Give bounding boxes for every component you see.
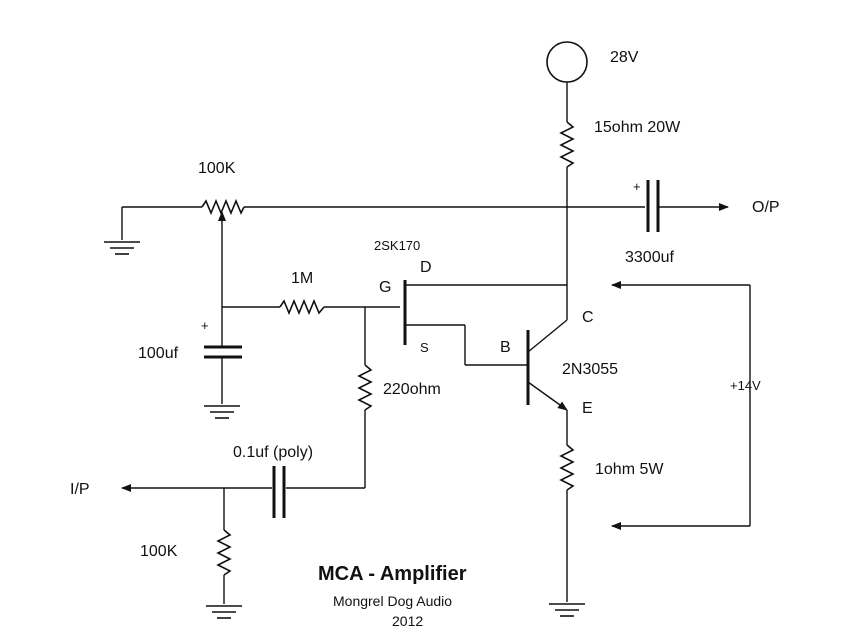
input-resistor-label: 100K (140, 543, 178, 560)
potentiometer (201, 198, 245, 216)
gate-resistor (279, 298, 325, 316)
input-label: I/P (70, 481, 90, 498)
emitter-ground-symbol (549, 603, 585, 617)
bjt-base-label: B (500, 339, 511, 356)
supply-voltage-label: 28V (610, 49, 639, 66)
load-resistor (559, 121, 575, 168)
input-resistor (216, 529, 232, 576)
pot-ground-symbol (104, 241, 140, 255)
diagram-year: 2012 (392, 613, 423, 629)
pot-label: 100K (198, 160, 236, 177)
bypass-cap-label: 100uf (138, 345, 179, 362)
diagram-title: MCA - Amplifier (318, 563, 467, 585)
output-cap-polarity: + (633, 179, 641, 194)
source-resistor-label: 220ohm (383, 381, 441, 398)
bjt-emitter-label: E (582, 400, 593, 417)
bypass-ground-symbol (204, 405, 240, 419)
bypass-cap-polarity: + (201, 318, 209, 333)
bjt-label: 2N3055 (562, 361, 618, 378)
fet-source-label: S (420, 340, 429, 355)
supply-terminal (546, 41, 588, 83)
bias-voltage-label: +14V (730, 378, 761, 393)
input-cap-label: 0.1uf (poly) (233, 444, 313, 461)
emitter-resistor (559, 444, 575, 491)
fet-label: 2SK170 (374, 238, 420, 253)
fet-drain-label: D (420, 259, 432, 276)
source-resistor (357, 364, 373, 411)
bjt-collector-label: C (582, 309, 594, 326)
output-cap-label: 3300uf (625, 249, 674, 266)
output-label: O/P (752, 199, 780, 216)
gate-resistor-label: 1M (291, 270, 313, 287)
load-resistor-label: 15ohm 20W (594, 119, 681, 136)
input-ground-symbol (206, 605, 242, 619)
emitter-resistor-label: 1ohm 5W (595, 461, 664, 478)
fet-gate-label: G (379, 279, 391, 296)
diagram-subtitle: Mongrel Dog Audio (333, 593, 452, 609)
